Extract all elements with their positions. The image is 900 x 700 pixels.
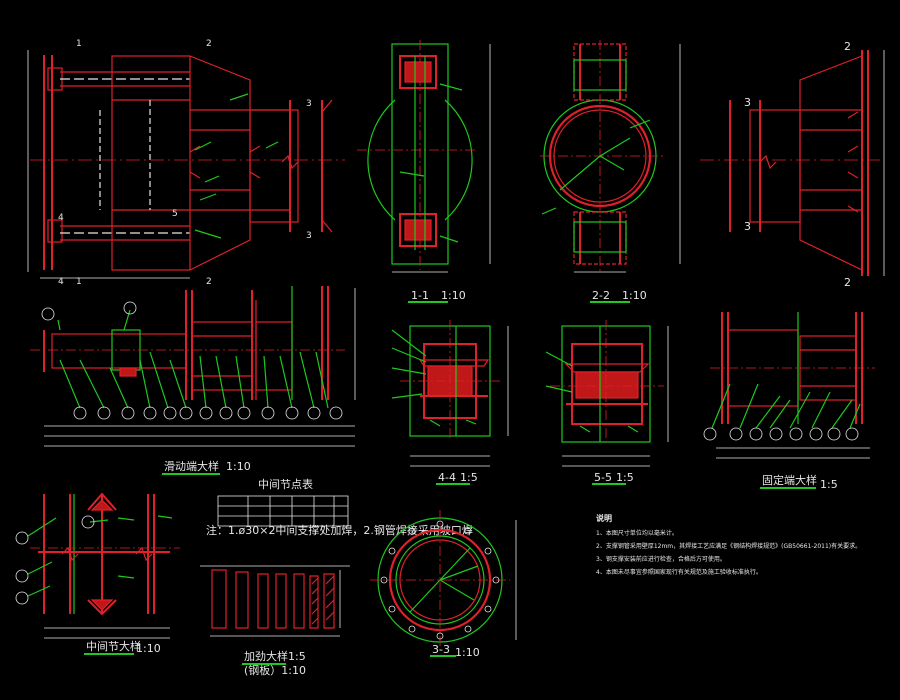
plan-view-section-marks: 1 2 3 4 5 3 4 1 2 bbox=[58, 39, 312, 287]
svg-text:2: 2 bbox=[206, 277, 212, 287]
section-2-2-scale: 1:10 bbox=[622, 289, 647, 302]
note-item: 2、支撑钢管采用壁厚12mm，其焊接工艺应满足《钢结构焊接规范》(GB50661… bbox=[596, 543, 862, 550]
section-5-5-title: 5-5 bbox=[594, 471, 612, 484]
note-item: 3、钢支撑安装前应进行检查，合格后方可使用。 bbox=[596, 556, 726, 563]
svg-text:2: 2 bbox=[844, 276, 851, 289]
middle-node-title: 中间节大样 bbox=[86, 639, 141, 653]
table-title: 中间节点表 bbox=[258, 477, 313, 491]
section-3-3-title: 3-3 bbox=[432, 643, 450, 656]
svg-text:2: 2 bbox=[844, 40, 851, 53]
svg-text:5: 5 bbox=[172, 209, 178, 219]
section-1-1-scale: 1:10 bbox=[441, 289, 466, 302]
middle-node-detail bbox=[27, 492, 180, 655]
svg-text:3: 3 bbox=[306, 99, 312, 109]
table-note: 注：1.ø30×2中间支撑处加焊，2.钢管焊接采用坡口焊 bbox=[206, 523, 473, 537]
fixed-end-title: 固定端大样 bbox=[762, 473, 817, 487]
section-1-1-title: 1-1 bbox=[411, 289, 429, 302]
svg-text:4: 4 bbox=[58, 277, 64, 287]
section-1-1-view bbox=[357, 40, 491, 303]
flange-bolt-holes bbox=[380, 520, 500, 640]
section-3-3-scale: 1:10 bbox=[455, 646, 480, 659]
note-item: 1、本图尺寸单位均以毫米计。 bbox=[596, 530, 678, 537]
stiffener-scale: 1:5 bbox=[288, 650, 306, 663]
fixed-end-section-marks: 2 3 3 2 bbox=[744, 40, 851, 289]
section-2-2-title: 2-2 bbox=[592, 289, 610, 302]
middle-node-callouts bbox=[15, 515, 95, 605]
middle-node-table bbox=[217, 495, 349, 527]
note-item: 4、本图未尽事宜参照国家现行有关规范及施工验收标准执行。 bbox=[596, 569, 762, 576]
middle-node-scale: 1:10 bbox=[136, 642, 161, 655]
fixed-end-scale: 1:5 bbox=[820, 478, 838, 491]
section-3-3-dimensions bbox=[430, 520, 517, 657]
sliding-end-detail bbox=[30, 286, 356, 475]
general-notes: 说明 1、本图尺寸单位均以毫米计。 2、支撑钢管采用壁厚12mm，其焊接工艺应满… bbox=[596, 512, 896, 579]
svg-text:3: 3 bbox=[744, 220, 751, 233]
section-5-5-scale: 1:5 bbox=[616, 471, 634, 484]
section-5-5-view bbox=[545, 320, 669, 485]
fixed-end-plan-view bbox=[700, 50, 885, 276]
section-3-3-view bbox=[370, 510, 510, 650]
section-4-4-view bbox=[391, 320, 509, 485]
svg-text:1: 1 bbox=[76, 39, 82, 49]
stiffener-detail bbox=[200, 565, 350, 665]
fixed-end-callouts bbox=[703, 427, 859, 441]
sliding-end-title: 滑动端大样 bbox=[164, 459, 219, 473]
svg-text:1: 1 bbox=[76, 277, 82, 287]
plan-view-main bbox=[27, 50, 345, 279]
section-4-4-scale: 1:5 bbox=[460, 471, 478, 484]
sliding-end-scale: 1:10 bbox=[226, 460, 251, 473]
notes-title: 说明 bbox=[596, 514, 612, 523]
fixed-end-detail bbox=[710, 312, 875, 489]
section-4-4-title: 4-4 bbox=[438, 471, 456, 484]
sliding-end-callouts bbox=[41, 301, 343, 420]
svg-text:2: 2 bbox=[206, 39, 212, 49]
svg-text:3: 3 bbox=[306, 231, 312, 241]
section-2-2-view bbox=[540, 40, 681, 303]
stiffener-subtitle: (钢板）1:10 bbox=[244, 663, 306, 677]
svg-text:4: 4 bbox=[58, 213, 64, 223]
svg-text:3: 3 bbox=[744, 96, 751, 109]
stiffener-title: 加劲大样 bbox=[244, 649, 288, 663]
